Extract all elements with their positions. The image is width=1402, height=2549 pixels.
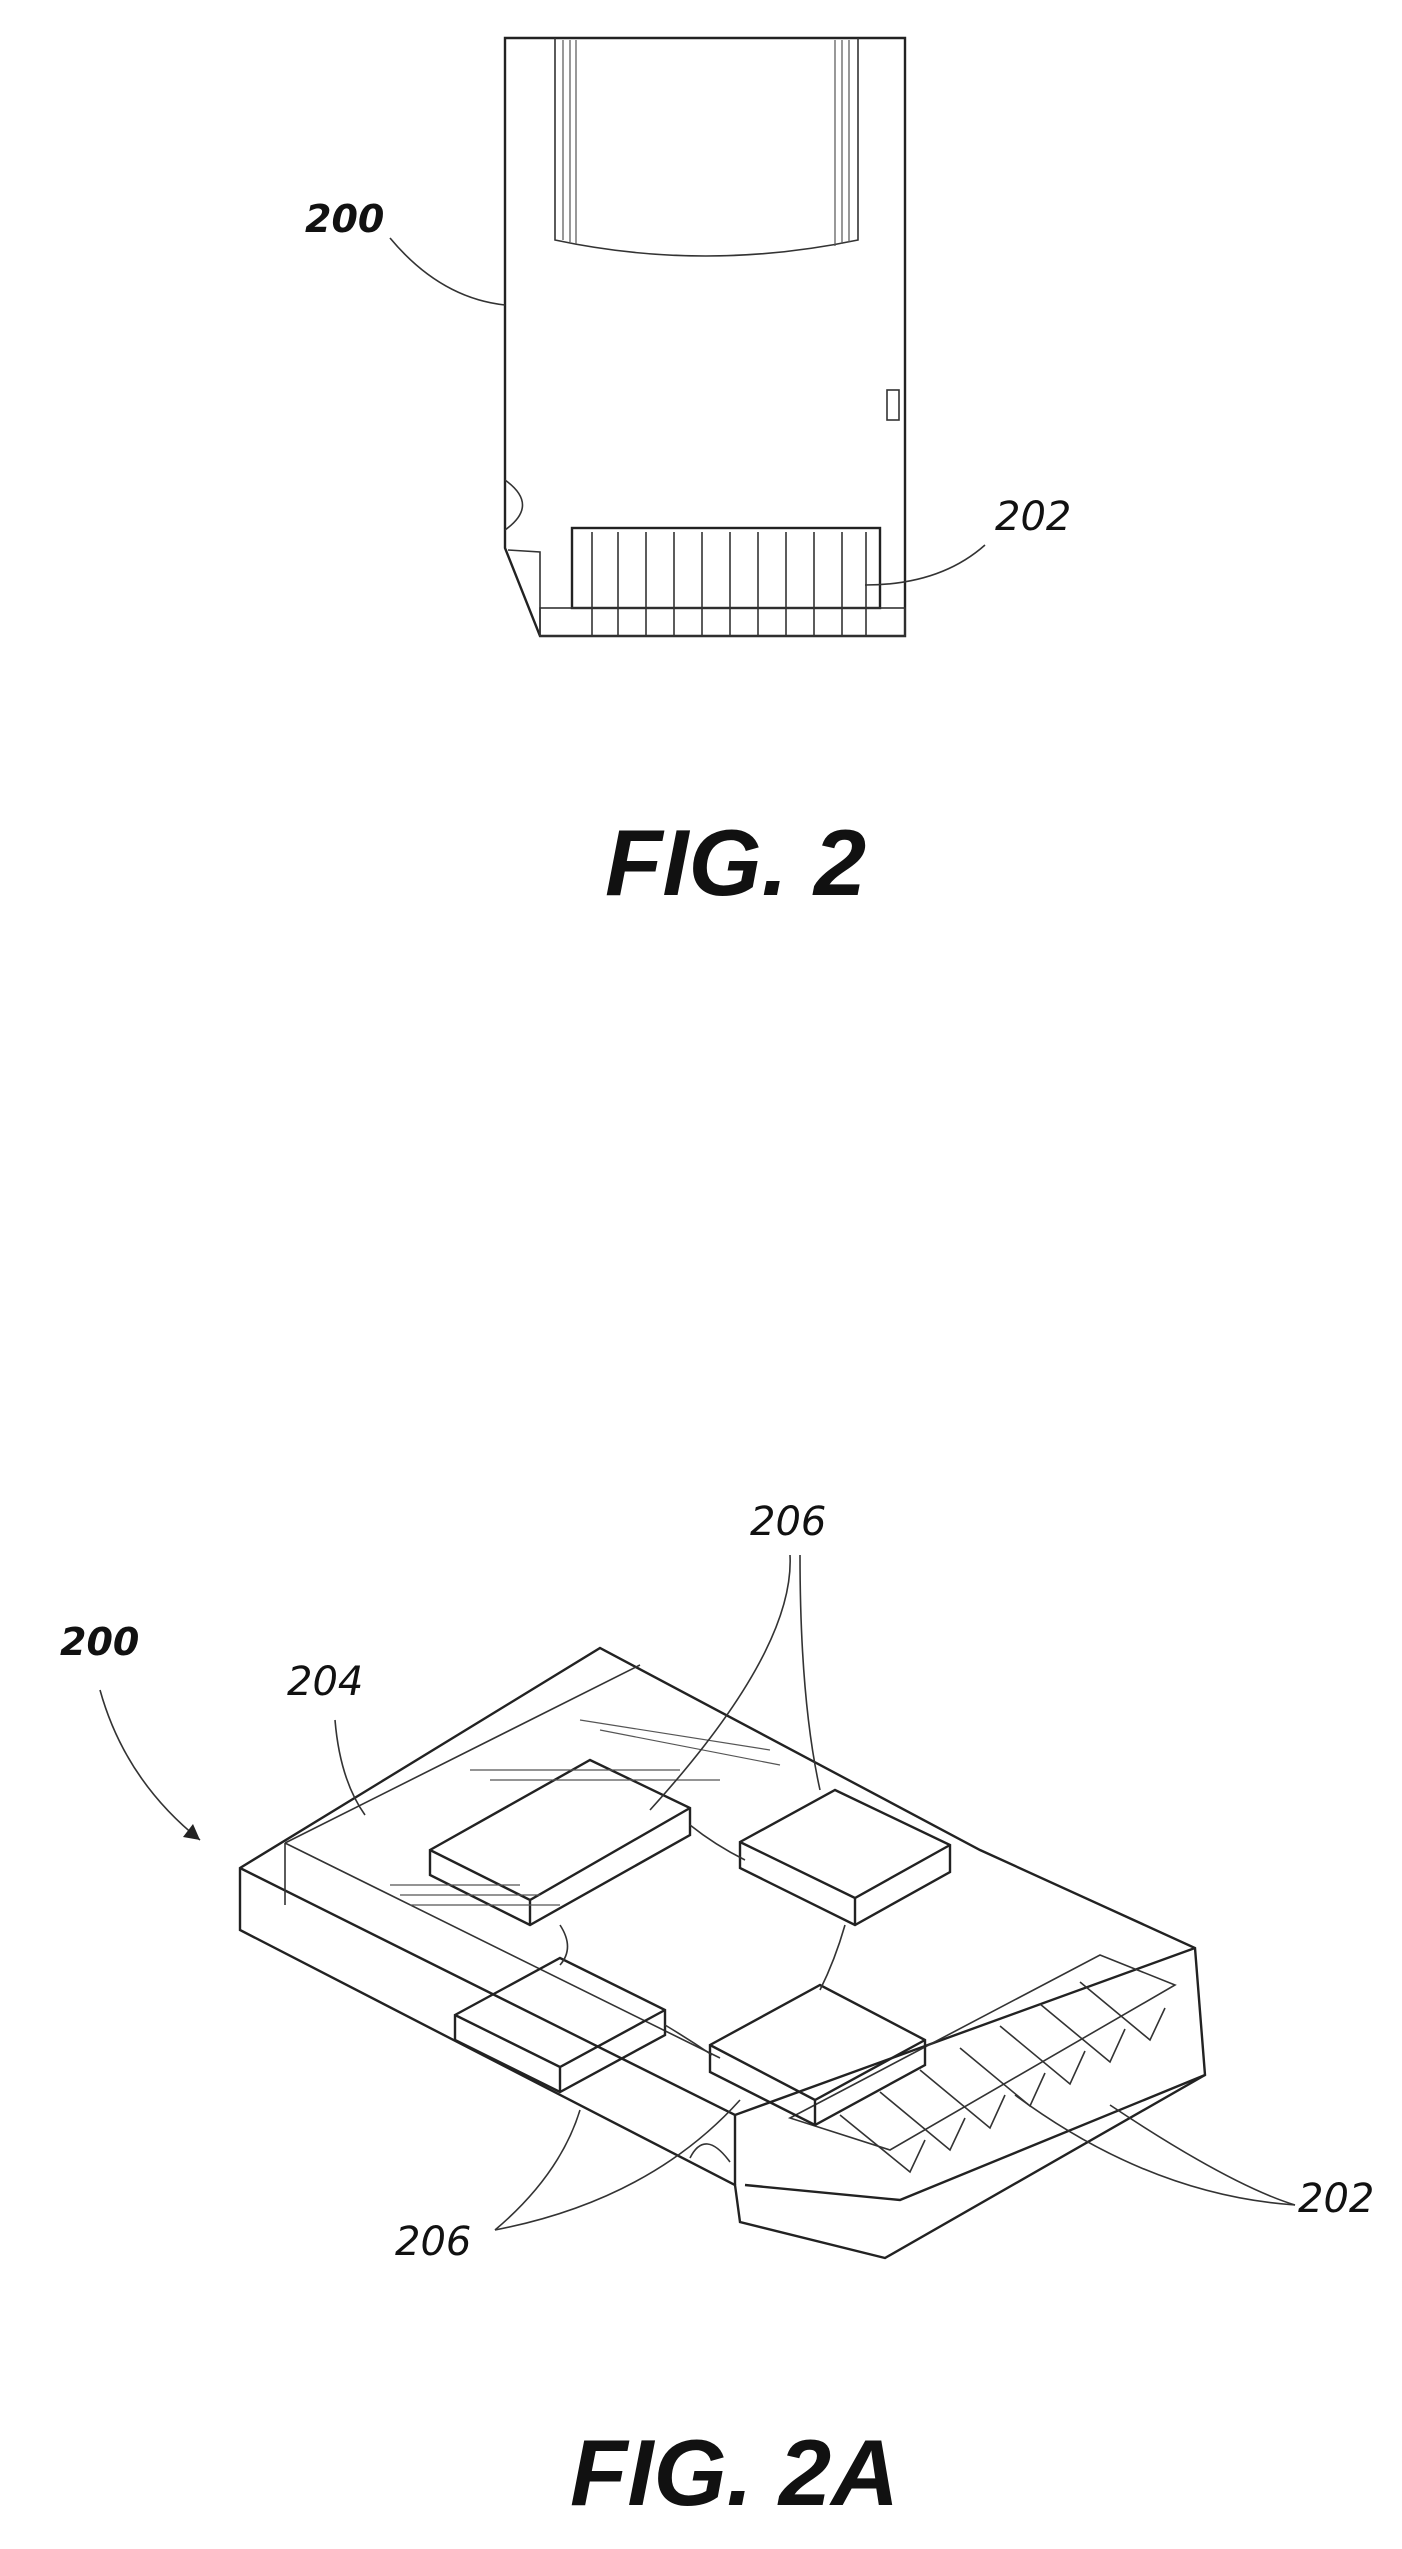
- fig2-leader-202: [864, 544, 986, 586]
- fig2-ref-200: 200: [305, 197, 384, 241]
- fig2a-chip-upper-left: [428, 1758, 692, 1927]
- fig2a-leader-202-a: [1014, 2094, 1296, 2206]
- fig2-card-drawing: [389, 36, 986, 638]
- fig2a-chip-lower-right: [708, 1983, 927, 2127]
- fig2a-bottom-detent: [689, 2143, 731, 2163]
- fig2a-leader-206-bottom-b: [494, 2099, 741, 2231]
- fig2a-top-face: [239, 1866, 1196, 2117]
- fig2a-leader-206-top-a: [649, 1554, 791, 1811]
- fig2a-contact-fingers: [839, 1981, 1166, 2174]
- fig2a-arrow-200: [99, 1689, 201, 1841]
- fig2a-leader-202-b: [1109, 2104, 1296, 2206]
- fig2a-ref-204: 204: [287, 1659, 363, 1705]
- fig2a-ref-200: 200: [60, 1620, 139, 1664]
- fig2-leader-200: [389, 237, 506, 306]
- fig2a-chip-upper-right: [738, 1788, 952, 1927]
- fig2-card-outline: [503, 36, 907, 638]
- fig2-recess-shading: [562, 40, 850, 246]
- fig2a-leader-206-top-b: [799, 1554, 821, 1791]
- fig2a-ref-206-bottom: 206: [395, 2219, 471, 2265]
- fig2-ref-202: 202: [995, 494, 1071, 540]
- fig2a-caption: FIG. 2A: [570, 2420, 899, 2525]
- fig2-contact-strip: [539, 607, 906, 637]
- fig2-label-recess: [554, 38, 859, 257]
- fig2a-body-outline: [238, 1646, 1207, 2260]
- fig2a-chip-lower-left: [453, 1956, 667, 2094]
- fig2a-leader-204: [334, 1719, 366, 1816]
- fig2a-connector-ledge: [787, 1954, 1177, 2151]
- fig2a-interconnects: [559, 1824, 846, 2056]
- fig2a-cover-shading: [390, 1719, 781, 1906]
- fig2-caption: FIG. 2: [605, 810, 866, 915]
- fig2-side-notch: [886, 389, 900, 421]
- fig2a-leader-206-bottom-a: [494, 2109, 581, 2231]
- fig2a-ref-202: 202: [1298, 2176, 1374, 2222]
- fig2a-left-rail: [284, 1664, 721, 2059]
- fig2a-arrowhead-200: [183, 1824, 200, 1840]
- fig2-contact-pins: [591, 532, 867, 636]
- fig2a-connector-front: [733, 2073, 1206, 2202]
- fig2a-ref-206-top: 206: [750, 1499, 826, 1545]
- fig2-left-detent: [504, 479, 524, 531]
- fig2a-card-drawing: [99, 1554, 1296, 2260]
